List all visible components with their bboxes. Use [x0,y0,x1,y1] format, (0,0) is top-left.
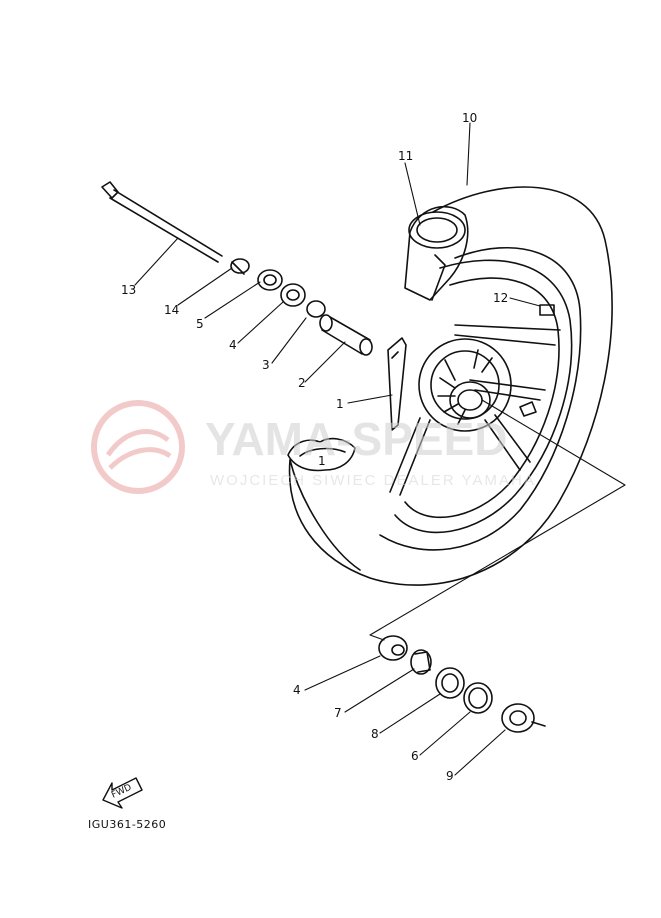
inner-tube [404,205,469,301]
tire [288,186,613,586]
callout-1-tire-section: 1 [318,454,326,468]
callout-6: 6 [411,749,419,763]
fwd-label: FWD [110,783,133,801]
callout-4-lower: 4 [293,683,301,697]
seal-ring [435,667,465,699]
axle [101,181,223,263]
disc-bracket [387,337,407,431]
callout-13: 13 [121,283,136,297]
callout-9: 9 [446,769,454,783]
rim [389,254,573,534]
callout-14: 14 [164,303,179,317]
callout-12: 12 [493,291,508,305]
watermark-logo-icon [91,400,185,494]
callout-8: 8 [371,727,379,741]
hub [418,338,512,432]
collar [319,314,373,356]
meter-gear-unit [501,703,546,733]
clutch-retainer [410,649,432,675]
diagram-code: IGU361-5260 [88,818,166,831]
callout-11: 11 [398,149,413,163]
callout-2: 2 [298,376,306,390]
oil-seal [463,682,493,714]
tire-section [287,437,356,472]
leader-lines [134,122,626,776]
callout-3: 3 [262,358,270,372]
valve [519,304,555,417]
spacer [230,258,250,275]
callout-10: 10 [462,111,477,125]
bearing-upper [257,269,306,307]
callouts: 10 11 12 13 14 5 4 3 2 1 1 4 7 8 6 9 [121,111,508,783]
watermark: YAMA-SPEED WOJCIECH SIWIEC DEALER YAMAHA [91,400,536,494]
callout-1: 1 [336,397,344,411]
watermark-subtitle: WOJCIECH SIWIEC DEALER YAMAHA [210,472,536,489]
fwd-arrow-icon [102,777,143,809]
callout-4-upper: 4 [229,338,237,352]
callout-7: 7 [334,706,342,720]
bearing-lower [378,635,408,661]
callout-5: 5 [196,317,204,331]
circlip [306,300,326,318]
watermark-brand: YAMA-SPEED [205,413,507,465]
